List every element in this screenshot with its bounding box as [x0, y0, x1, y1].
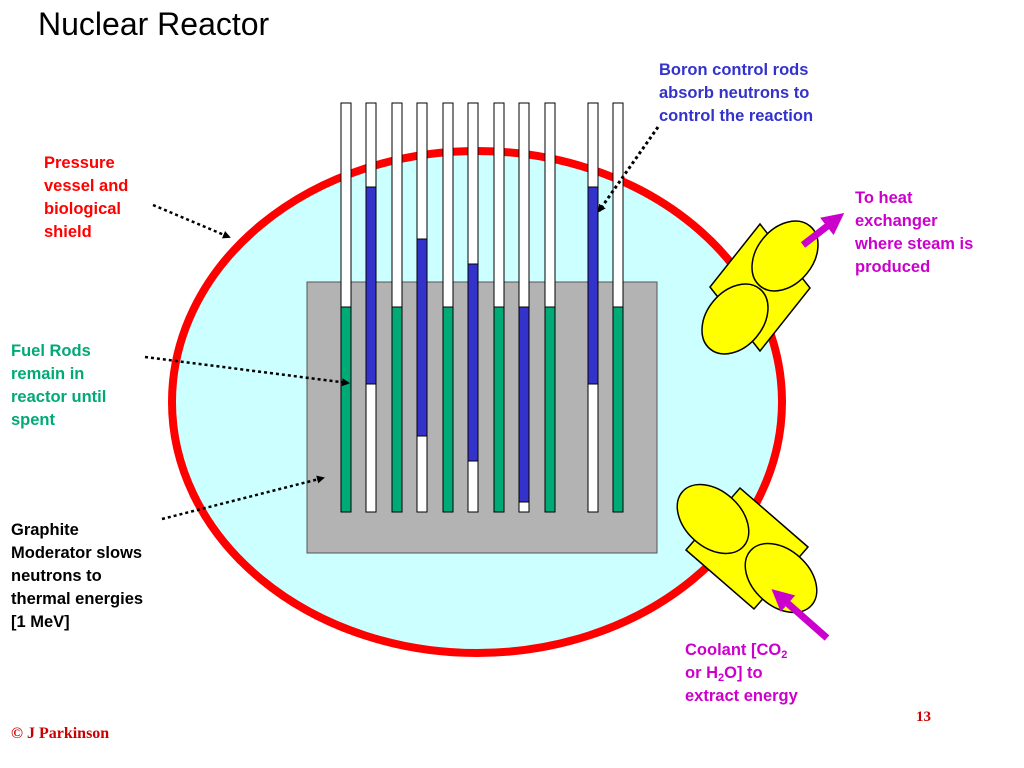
slide-title: Nuclear Reactor [38, 6, 270, 42]
copyright-notice: © J Parkinson [11, 725, 110, 742]
heat-exchanger-label: To heat exchanger where steam is produce… [855, 189, 974, 276]
pressure-vessel-label: Pressure vessel and biological shield [44, 154, 129, 241]
graphite-moderator-label: Graphite Moderator slows neutrons to the… [11, 521, 144, 631]
control-rod-section [587, 186, 599, 385]
leader-pressure-vessel [152, 203, 231, 239]
fuel-rod-section [544, 306, 556, 513]
rod-assembly [340, 102, 624, 513]
boron-control-rods-label: Boron control rods absorb neutrons to co… [659, 61, 814, 125]
coolant-outlet-pipe [701, 220, 819, 355]
coolant-label: Coolant [CO2 or H2O] to extract energy [685, 641, 798, 705]
leader-graphite [161, 475, 325, 521]
fuel-rod-section [493, 306, 505, 513]
control-rod-section [518, 306, 530, 503]
control-rod-section [416, 238, 428, 437]
slide-number: 13 [916, 709, 931, 725]
fuel-rod-section [612, 306, 624, 513]
arrow-up-right-icon [800, 212, 845, 248]
control-rod-section [365, 186, 377, 385]
graphite-moderator [306, 281, 658, 554]
leader-boron [597, 126, 660, 213]
coolant-inlet-pipe [676, 483, 818, 614]
arrow-up-left-icon [771, 589, 830, 641]
leader-fuel-rods [144, 355, 350, 387]
fuel-rod-section [391, 306, 403, 513]
fuel-rod-section [442, 306, 454, 513]
fuel-rods-label: Fuel Rods remain in reactor until spent [11, 342, 107, 429]
fuel-rod-section [340, 306, 352, 513]
control-rod-section [467, 263, 479, 462]
